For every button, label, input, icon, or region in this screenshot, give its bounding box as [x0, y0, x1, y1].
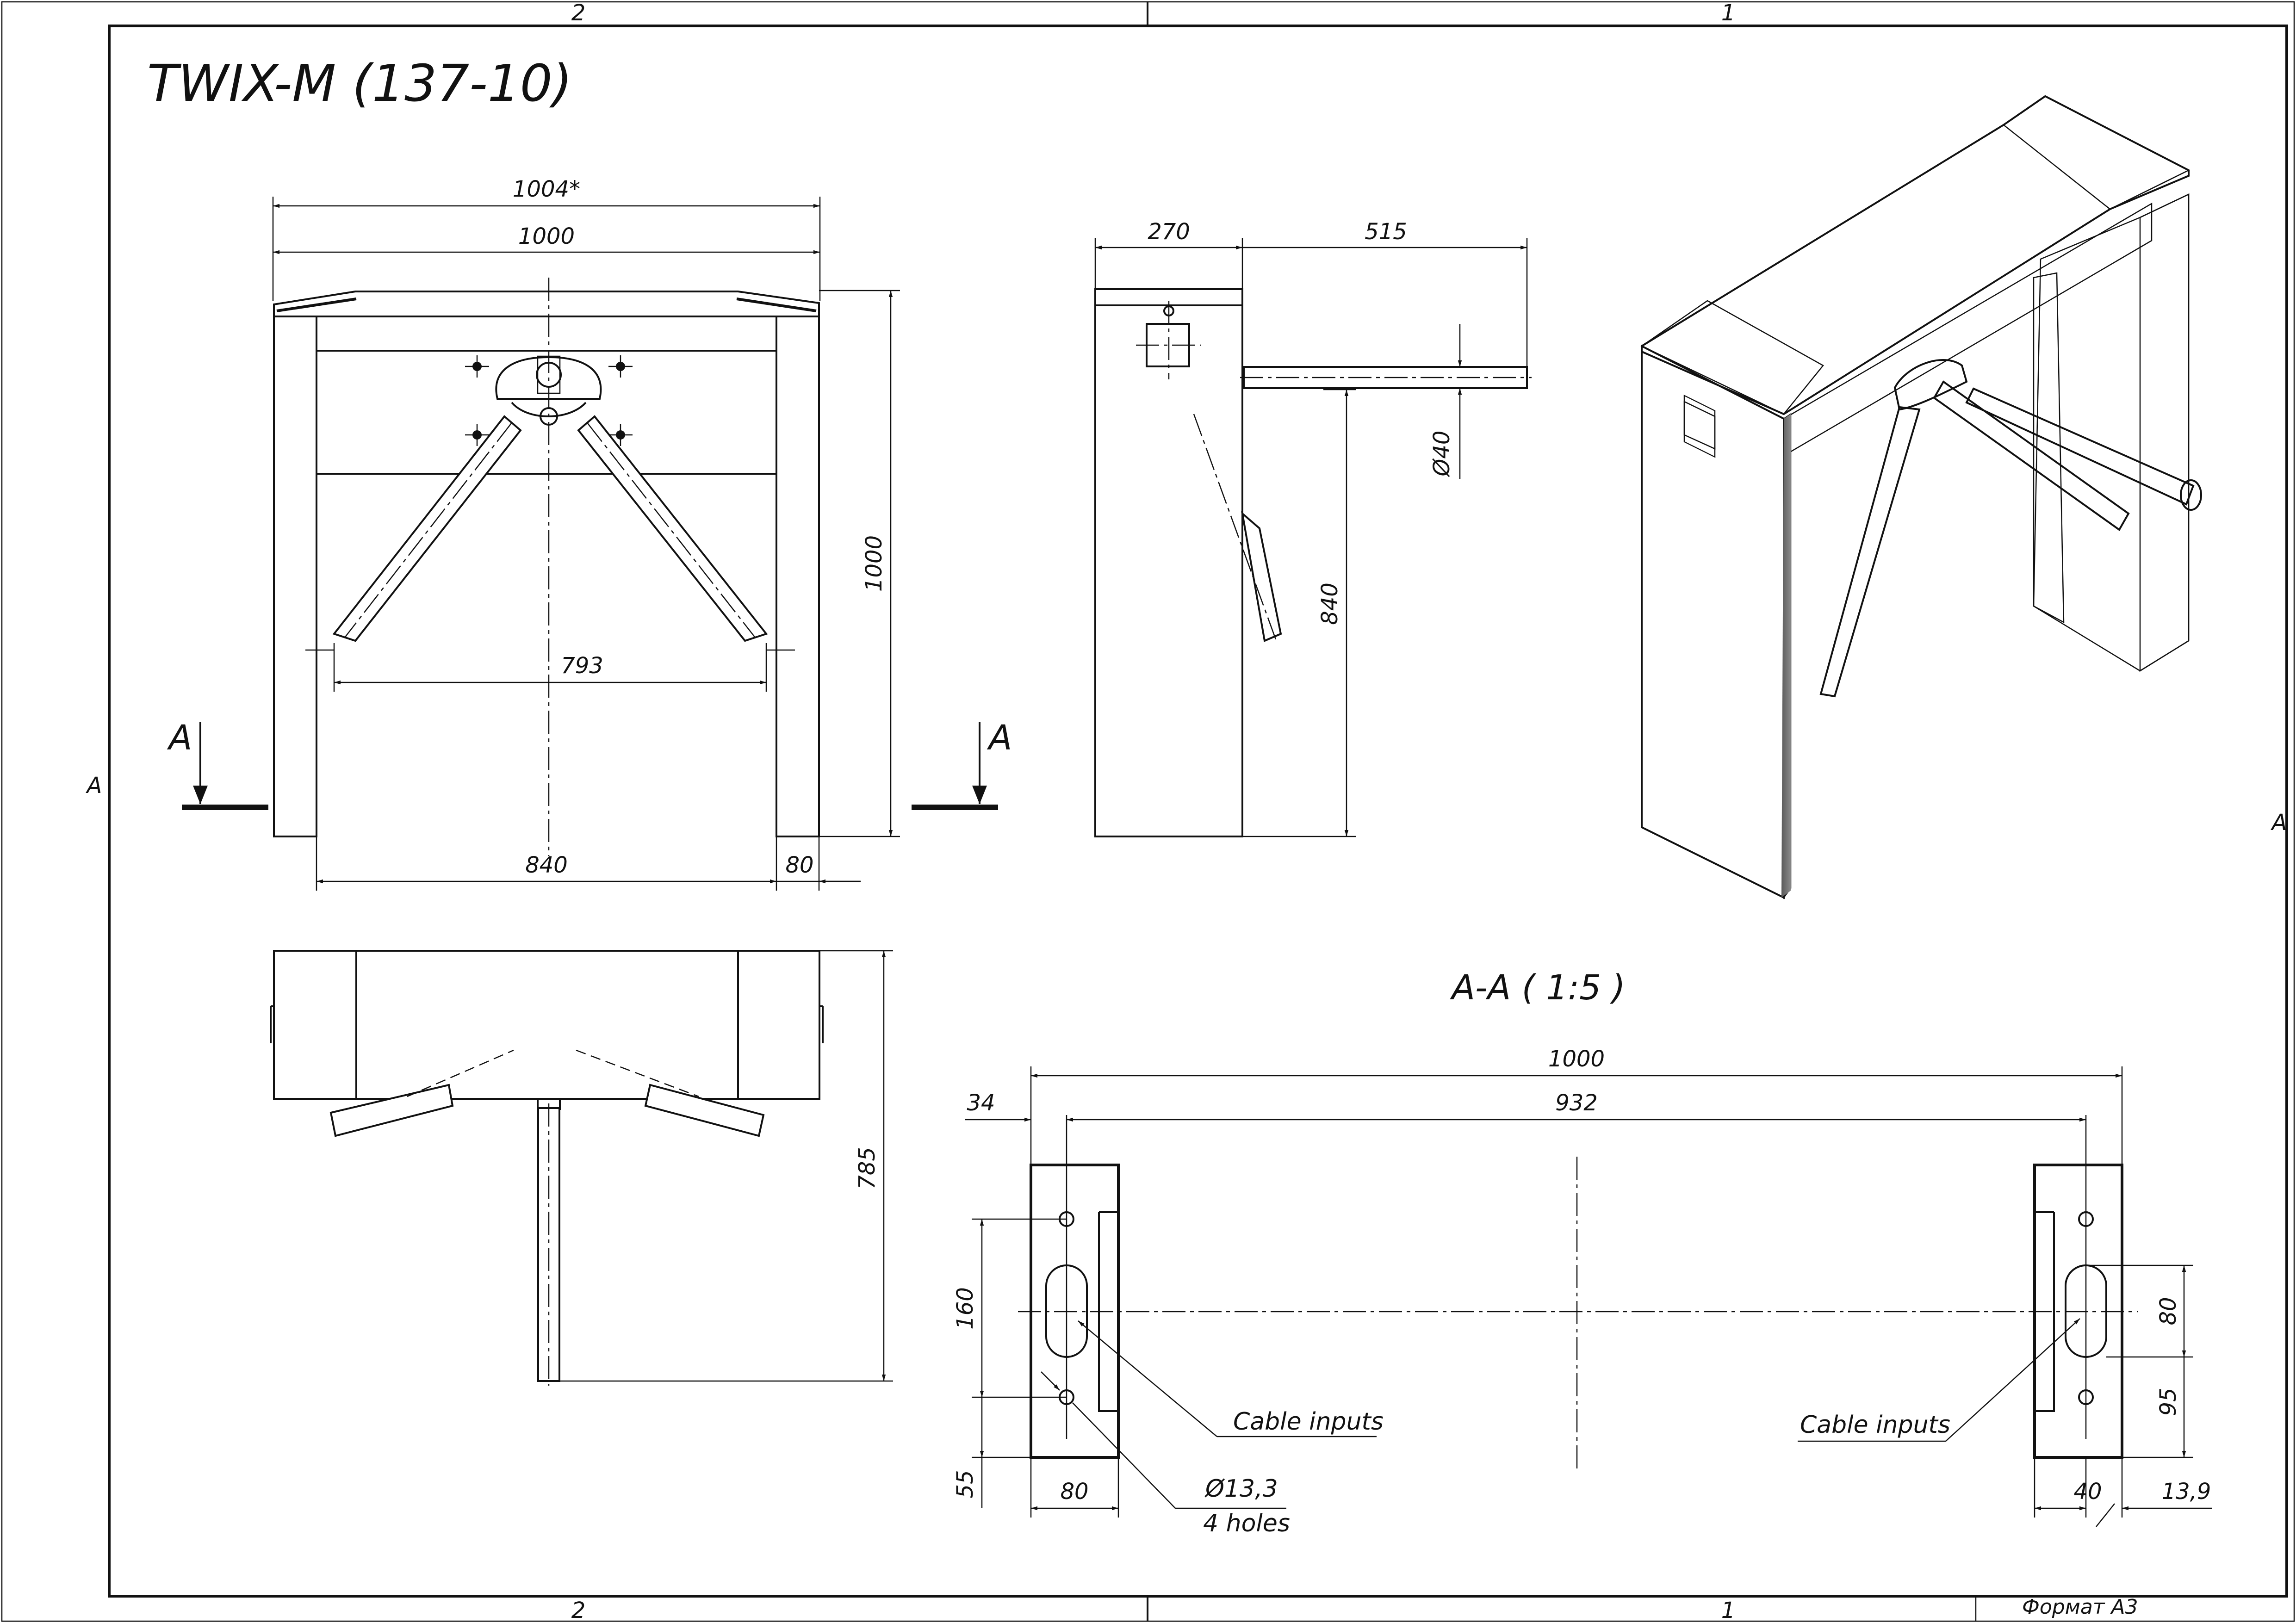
dim-1000-section: 1000 [1548, 1046, 1605, 1072]
dim-34: 34 [967, 1090, 995, 1116]
section-title: A-A ( 1:5 ) [1450, 968, 1625, 1008]
zone-bottom-1: 1 [1721, 1598, 1736, 1623]
zone-top-2: 2 [571, 0, 586, 26]
isometric-view [1640, 95, 2202, 899]
dim-793: 793 [561, 653, 603, 679]
label-hole-diameter: Ø13,3 [1204, 1475, 1278, 1503]
dim-13-9: 13,9 [2162, 1479, 2211, 1505]
dim-840-front: 840 [525, 852, 568, 878]
dim-phi40: Ø40 [1429, 431, 1455, 477]
iso-reader-panel [1683, 401, 1716, 450]
drawing-title: TWIX-M (137-10) [147, 54, 572, 113]
dim-840-side: 840 [1317, 582, 1343, 625]
dim-55: 55 [952, 1470, 978, 1498]
zone-bottom-2: 2 [571, 1598, 586, 1623]
dim-160: 160 [952, 1287, 978, 1330]
section-mark-left: A [167, 718, 268, 810]
label-cable-inputs-left: Cable inputs [1233, 1408, 1384, 1436]
side-view: 270 515 Ø40 840 [1094, 219, 1532, 837]
zone-top-1: 1 [1721, 0, 1736, 26]
top-view: 785 [270, 950, 893, 1386]
dim-80-section: 80 [1060, 1479, 1088, 1505]
dim-95: 95 [2155, 1388, 2181, 1416]
dim-1000-front: 1000 [518, 223, 575, 249]
label-cable-inputs-right: Cable inputs [1800, 1411, 1950, 1439]
section-letter-left: A [167, 718, 192, 758]
dim-932: 932 [1555, 1090, 1598, 1116]
section-letter-right: A [987, 718, 1012, 758]
zone-labels: 2 1 2 1 A A Формат А3 [86, 0, 2287, 1623]
section-mark-right: A [912, 718, 1012, 810]
iso-arms [1819, 359, 2202, 698]
zone-left-a: A [86, 773, 102, 799]
front-view: 1004* 1000 1000 793 840 80 A A [167, 176, 1012, 891]
zone-right-a: A [2271, 810, 2287, 836]
front-arms [332, 415, 768, 642]
section-aa: A-A ( 1:5 ) 1000 932 34 160 55 [952, 968, 2212, 1537]
dim-1004: 1004* [513, 176, 580, 202]
label-hole-count: 4 holes [1203, 1510, 1290, 1537]
dim-1000-height: 1000 [861, 535, 887, 592]
dim-40-section: 40 [2073, 1479, 2102, 1505]
dim-80-slot: 80 [2155, 1297, 2181, 1325]
sheet-format: Формат А3 [2022, 1595, 2138, 1619]
dim-270: 270 [1148, 219, 1190, 245]
dim-515: 515 [1365, 219, 1407, 245]
dim-80-front: 80 [785, 852, 813, 878]
dim-785: 785 [854, 1147, 880, 1189]
